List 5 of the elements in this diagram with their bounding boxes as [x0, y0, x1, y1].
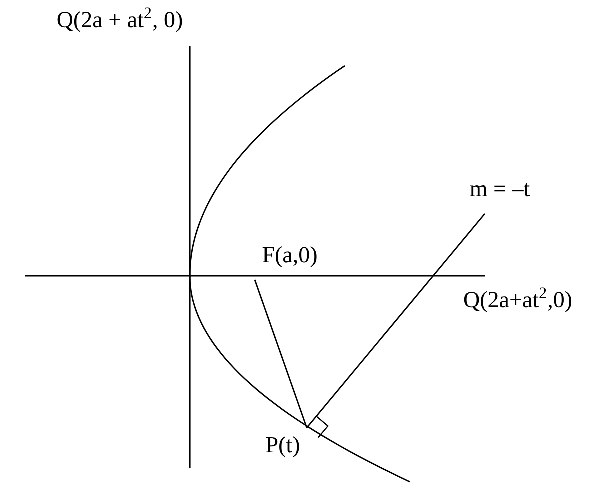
point-label: Q(2a + at$^{2}$, 0)	[58, 8, 182, 32]
point-label: Q(2a+at$^{2}$,0)	[464, 288, 572, 312]
point-label: F(a,0)	[262, 246, 317, 268]
point-label: P(t)	[266, 436, 300, 458]
point-label: m = –t	[470, 183, 530, 197]
